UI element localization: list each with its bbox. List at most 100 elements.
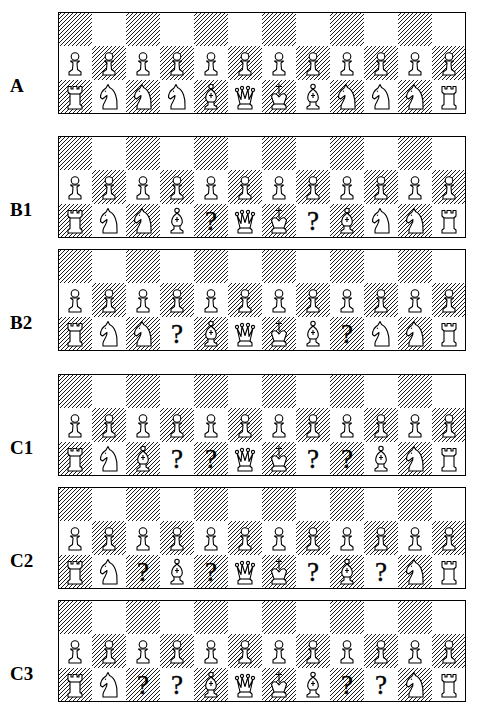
pawn-symbol [409,53,421,75]
rook-symbol [68,211,82,234]
pawn-symbol-knob [377,53,385,61]
board-square [398,442,432,476]
knight-symbol-outline [407,85,424,110]
pawn-symbol-outline [239,536,251,550]
board-square [194,408,228,442]
pawn-symbol-knob [173,641,181,649]
board-drawing [58,136,466,238]
pawn-symbol-outline [239,649,251,663]
pawn-symbol-knob [71,290,79,298]
pawn-symbol [239,528,251,550]
pawn-symbol [205,641,217,663]
board-strip: C2???? [58,487,466,589]
pawn-symbol-outline [137,649,149,663]
pawn-symbol [171,290,183,312]
board-square [432,408,466,442]
pawn-symbol-outline [205,61,217,75]
board-square [160,283,194,317]
pawn-symbol [205,415,217,437]
pawn-symbol-knob [275,53,283,61]
knight-symbol-outline [407,322,424,347]
pawn-symbol-outline [171,649,183,663]
pawn-symbol-knob [173,290,181,298]
queen-symbol [235,674,254,697]
board-square [160,46,194,80]
pawn-symbol-knob [105,528,113,536]
knight-symbol [407,209,424,234]
board-square [398,46,432,80]
bishop-symbol [171,559,183,584]
board-square [364,408,398,442]
pawn-symbol [205,528,217,550]
pawn-symbol-outline [69,298,81,312]
board-square [58,521,92,555]
bishop-symbol-outline [307,677,319,697]
board-square [194,668,228,702]
pawn-symbol [103,53,115,75]
board-square [432,204,466,238]
bishop-symbol-outline [208,338,214,339]
board-square [58,634,92,668]
pawn-symbol-knob [71,528,79,536]
board-square [126,12,160,46]
board-square [330,600,364,634]
pawn-symbol-outline [137,423,149,437]
knight-symbol-outline [105,452,106,454]
knight-symbol [101,85,118,110]
board-square [296,600,330,634]
board-square [432,555,466,589]
board-square [262,283,296,317]
board-square [262,600,296,634]
pawn-symbol-knob [139,528,147,536]
queen-symbol [235,210,254,233]
pawn-symbol-outline [307,61,319,75]
queen-symbol [235,86,254,109]
board-square [126,170,160,204]
board-square [126,249,160,283]
board-square [364,204,398,238]
knight-symbol-outline [407,447,424,472]
rook-symbol-outline [68,211,82,234]
queen-symbol-knob [235,212,238,215]
pawn-symbol-knob [173,415,181,423]
board-square [58,12,92,46]
board-square [194,634,228,668]
rook-symbol [442,562,456,585]
queen-symbol-knob [240,674,243,677]
bishop-symbol-outline [205,89,217,109]
board-square [262,487,296,521]
rook-symbol-outline [442,562,456,585]
board-square [92,249,126,283]
pawn-symbol [171,177,183,199]
pawn-symbol-outline [239,185,251,199]
knight-symbol [407,560,424,585]
bishop-symbol-knob [345,559,349,563]
pawn-symbol-outline [307,649,319,663]
bishop-symbol [205,672,217,697]
pawn-symbol-outline [137,536,149,550]
open-slot-mark: ? [296,442,330,476]
pawn-symbol-knob [377,641,385,649]
board-square [126,668,160,702]
pawn-symbol [205,53,217,75]
pawn-symbol-knob [445,415,453,423]
rook-symbol-outline [68,449,82,472]
pawn-symbol-knob [71,641,79,649]
pawn-symbol-knob [275,177,283,185]
bishop-symbol-outline [208,689,214,690]
queen-symbol-outline [240,691,250,692]
knight-symbol [101,209,118,234]
board-label: C1 [10,436,33,460]
pawn-symbol [69,177,81,199]
board-border [59,250,466,351]
pawn-symbol-knob [139,177,147,185]
pawn-symbol-outline [341,423,353,437]
pawn-symbol-knob [71,177,79,185]
queen-symbol-knob [235,325,238,328]
knight-symbol-outline [173,90,174,92]
pawn-symbol-outline [409,649,421,663]
pawn-symbol [137,177,149,199]
board-square [160,487,194,521]
board-square [296,170,330,204]
pawn-symbol-knob [207,177,215,185]
